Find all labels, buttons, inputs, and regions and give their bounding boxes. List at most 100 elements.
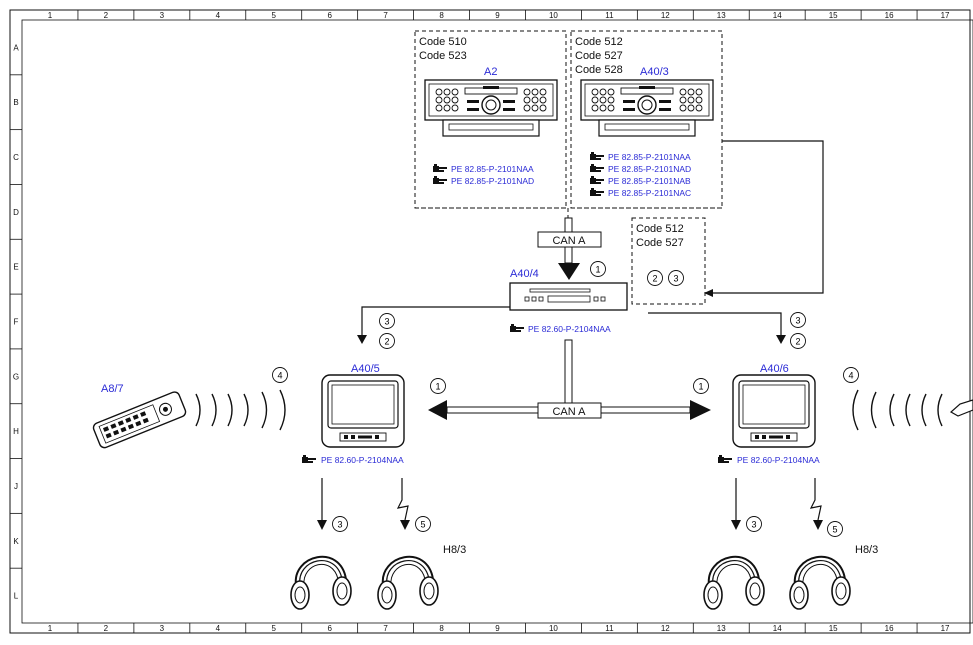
grid-col-top: 10 bbox=[549, 11, 558, 20]
group-box-left bbox=[414, 30, 567, 209]
arrow-head-hp1 bbox=[317, 520, 327, 530]
marker-left-display: 1 bbox=[430, 378, 446, 394]
grid-ruler: 1122334455667788991010111112121313141415… bbox=[10, 10, 950, 633]
display-a40-6-icon bbox=[732, 374, 816, 448]
grid-col-bottom: 4 bbox=[216, 624, 221, 633]
grid-col-top: 4 bbox=[216, 11, 221, 20]
grid-row-left: F bbox=[14, 318, 19, 327]
grid-col-top: 9 bbox=[495, 11, 500, 20]
svg-text:1: 1 bbox=[595, 265, 600, 275]
grid-col-top: 6 bbox=[327, 11, 332, 20]
inner-frame bbox=[21, 19, 973, 624]
grid-col-bottom: 1 bbox=[48, 624, 53, 633]
grid-col-top: 8 bbox=[439, 11, 444, 20]
grid-col-bottom: 8 bbox=[439, 624, 444, 633]
grid-col-top: 16 bbox=[885, 11, 894, 20]
marker-ir-left: 4 bbox=[272, 367, 288, 383]
marker-right-3: 3 bbox=[790, 312, 806, 328]
code-mid-3: Code 528 bbox=[575, 64, 623, 76]
label-a8-7: A8/7 bbox=[101, 383, 124, 395]
ref-a40-3-4: PE 82.85-P-2101NAC bbox=[608, 188, 691, 198]
wireless-a40-5-to-h8-3 bbox=[396, 478, 409, 521]
grid-col-top: 14 bbox=[773, 11, 782, 20]
headphones-4-icon bbox=[789, 555, 851, 610]
marker-hp1: 3 bbox=[332, 516, 348, 532]
svg-text:5: 5 bbox=[832, 525, 837, 535]
ref-a40-3-3: PE 82.85-P-2101NAB bbox=[608, 176, 691, 186]
svg-text:1: 1 bbox=[698, 382, 703, 392]
grid-col-bottom: 3 bbox=[160, 624, 165, 633]
marker-small-3: 3 bbox=[668, 270, 684, 286]
can-bus-top-arrow bbox=[558, 263, 580, 280]
grid-row-left: H bbox=[13, 427, 19, 436]
marker-hp4: 5 bbox=[827, 521, 843, 537]
grid-row-left: D bbox=[13, 208, 19, 217]
marker-hp3: 3 bbox=[746, 516, 762, 532]
marker-left-3: 3 bbox=[379, 313, 395, 329]
ref-a40-5: PE 82.60-P-2104NAA bbox=[321, 455, 404, 465]
headphones-3-icon bbox=[703, 555, 765, 610]
group-box-small bbox=[631, 217, 706, 305]
grid-row-left: L bbox=[14, 592, 19, 601]
grid-row-left: G bbox=[13, 372, 19, 381]
grid-col-bottom: 6 bbox=[327, 624, 332, 633]
svg-text:3: 3 bbox=[384, 317, 389, 327]
grid-col-top: 1 bbox=[48, 11, 53, 20]
svg-text:4: 4 bbox=[848, 371, 853, 381]
group-box-middle bbox=[570, 30, 723, 209]
grid-col-bottom: 13 bbox=[717, 624, 726, 633]
marker-small-2: 2 bbox=[647, 270, 663, 286]
svg-text:5: 5 bbox=[420, 520, 425, 530]
arrow-head-small-box bbox=[704, 289, 713, 297]
grid-col-bottom: 5 bbox=[272, 624, 277, 633]
svg-text:3: 3 bbox=[795, 316, 800, 326]
arrow-head-hp2 bbox=[400, 520, 410, 530]
can-bus-vertical bbox=[564, 339, 573, 404]
can-bus-horizontal-label: CAN A bbox=[552, 406, 586, 418]
arrow-head-a40-5 bbox=[357, 335, 367, 344]
grid-col-top: 15 bbox=[829, 11, 838, 20]
can-bus-top-conn bbox=[564, 217, 573, 233]
label-h8-3-left: H8/3 bbox=[443, 544, 466, 556]
ir-waves-right-icon bbox=[852, 389, 943, 431]
marker-top: 1 bbox=[590, 261, 606, 277]
link-a40-4-to-a40-5 bbox=[361, 306, 510, 335]
marker-hp2: 5 bbox=[415, 516, 431, 532]
display-a40-5-icon bbox=[321, 374, 405, 448]
wireless-a40-6-to-h8-3 bbox=[809, 478, 822, 521]
ref-a40-6: PE 82.60-P-2104NAA bbox=[737, 455, 820, 465]
grid-col-bottom: 2 bbox=[104, 624, 109, 633]
grid-col-bottom: 12 bbox=[661, 624, 670, 633]
outer-frame bbox=[9, 9, 971, 634]
remote-control-icon bbox=[92, 391, 187, 449]
svg-text:2: 2 bbox=[652, 274, 657, 284]
grid-col-top: 3 bbox=[160, 11, 165, 20]
grid-col-bottom: 15 bbox=[829, 624, 838, 633]
media-unit-a40-4-icon bbox=[509, 282, 628, 311]
code-small-2: Code 527 bbox=[636, 237, 684, 249]
grid-row-left: K bbox=[13, 537, 19, 546]
grid-row-left: C bbox=[13, 153, 19, 162]
grid-row-left: E bbox=[13, 263, 18, 272]
label-h8-3-right: H8/3 bbox=[855, 544, 878, 556]
grid-col-bottom: 11 bbox=[605, 624, 614, 633]
grid-col-top: 2 bbox=[104, 11, 109, 20]
grid-row-left: J bbox=[14, 482, 18, 491]
svg-text:4: 4 bbox=[277, 371, 282, 381]
label-a40-4: A40/4 bbox=[510, 268, 539, 280]
label-a40-6: A40/6 bbox=[760, 363, 789, 375]
svg-text:1: 1 bbox=[435, 382, 440, 392]
radio-a2-icon bbox=[424, 79, 558, 137]
grid-col-top: 13 bbox=[717, 11, 726, 20]
marker-right-2: 2 bbox=[790, 333, 806, 349]
radio-a40-3-icon bbox=[580, 79, 714, 137]
ref-a2-1: PE 82.85-P-2101NAA bbox=[451, 164, 534, 174]
code-mid-1: Code 512 bbox=[575, 36, 623, 48]
svg-text:3: 3 bbox=[673, 274, 678, 284]
can-bus-top-label: CAN A bbox=[552, 235, 586, 247]
label-a40-5: A40/5 bbox=[351, 363, 380, 375]
grid-col-bottom: 14 bbox=[773, 624, 782, 633]
svg-text:2: 2 bbox=[384, 337, 389, 347]
label-a40-3: A40/3 bbox=[640, 66, 669, 78]
